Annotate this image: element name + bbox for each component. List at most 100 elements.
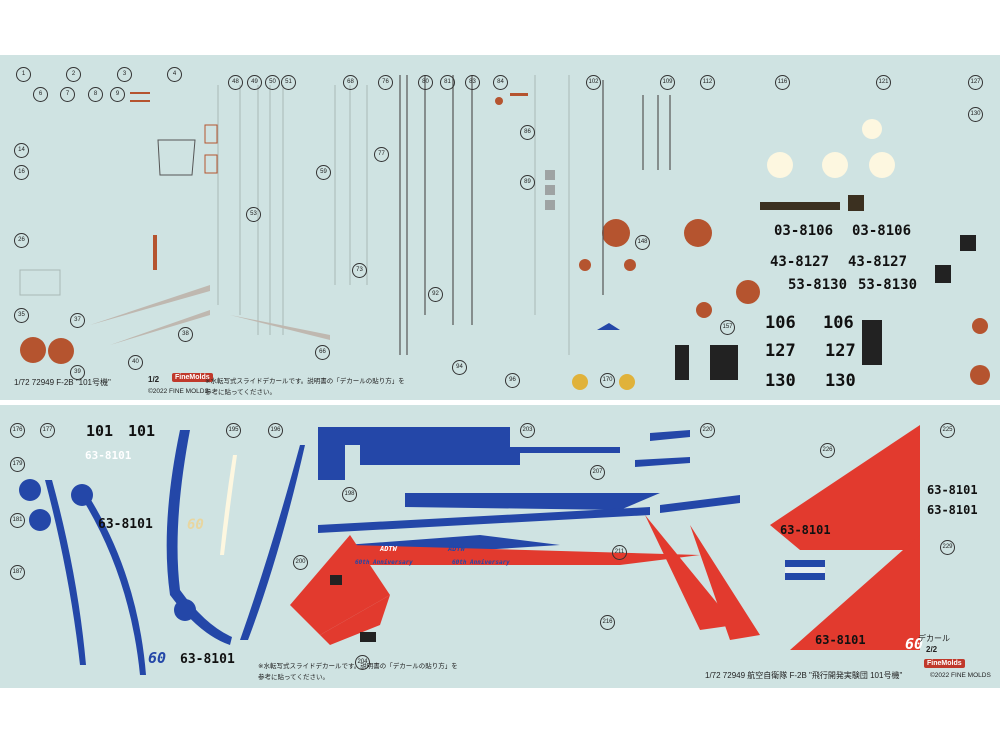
grey-square: [545, 170, 555, 180]
decal-number-marker: 81: [440, 75, 455, 90]
tail-code-a-2: 127: [765, 341, 796, 361]
yellow-stencil: [619, 374, 635, 390]
red-wing-decal: [350, 545, 700, 565]
blue-stripe: [45, 480, 86, 665]
blue-fuselage-decal: [345, 535, 560, 550]
blue-fuselage-decal: [318, 427, 620, 480]
sheet2-copyright: ©2022 FINE MOLDS: [930, 672, 991, 679]
red-wing-decal: [320, 595, 390, 645]
decal-number-marker: 80: [418, 75, 433, 90]
adtw-marking-2: ADTW: [448, 545, 465, 553]
serial-white: 63-8101: [85, 449, 132, 462]
instrument-panel: [960, 235, 976, 251]
decal-sheet-2-graphics: [19, 425, 920, 675]
tail-code-b-2: 127: [825, 341, 856, 361]
decal-number-marker: 176: [10, 423, 25, 438]
decal-number-marker: 229: [940, 540, 955, 555]
sheet1-note-line2: 参考に貼ってください。: [205, 389, 276, 396]
decal-number-marker: 179: [10, 457, 25, 472]
blue-fuselage-decal: [405, 493, 660, 510]
decal-number-marker: 207: [590, 465, 605, 480]
decal-number-marker: 51: [281, 75, 296, 90]
roundel: [972, 318, 988, 334]
decal-number-marker: 204: [355, 655, 370, 670]
cockpit-outline: [157, 139, 196, 176]
sheet2-sheet-number: 2/2: [926, 645, 938, 654]
sheet2-brand-logo: FineMolds: [924, 659, 965, 668]
decal-number-marker: 35: [14, 308, 29, 323]
decal-number-marker: 89: [520, 175, 535, 190]
blue-stripe: [240, 445, 305, 640]
wedge-decal: [230, 315, 330, 340]
decal-number-marker: 50: [265, 75, 280, 90]
blue-fuselage-decal: [650, 430, 690, 441]
blue-fuselage-decal: [318, 507, 650, 533]
instrument-panel: [675, 345, 689, 380]
decal-number-marker: 94: [452, 360, 467, 375]
decal-number-marker: 49: [247, 75, 262, 90]
unit-emblem: [174, 599, 196, 621]
sheet2-note-line1: ※水転写式スライドデカールです。説明書の「デカールの貼り方」を: [258, 663, 458, 670]
wedge-decal: [90, 285, 210, 325]
red-tail-fin-decal: [770, 425, 920, 550]
decal-number-marker: 127: [968, 75, 983, 90]
decal-number-marker: 4: [167, 67, 182, 82]
roundel: [624, 259, 636, 271]
decal-number-marker: 84: [493, 75, 508, 90]
serial-black: 63-8101: [98, 517, 153, 532]
cream-roundel: [767, 152, 793, 178]
sheet2-footer-title: 1/72 72949 航空自衛隊 F-2B "飛行開発実験団 101号機": [705, 671, 903, 680]
decal-number-marker: 226: [820, 443, 835, 458]
tail-code-a-1: 106: [765, 313, 796, 333]
roundel: [696, 302, 712, 318]
red-strip: [510, 93, 528, 96]
cream-stripe: [220, 455, 237, 555]
decal-number-marker: 77: [374, 147, 389, 162]
serial-bottom-left: 63-8101: [180, 652, 235, 667]
grey-square: [545, 200, 555, 210]
decal-sheet-1-graphics: [19, 75, 990, 390]
white-panel: [785, 567, 825, 573]
decal-number-marker: 130: [968, 107, 983, 122]
roundel: [20, 337, 46, 363]
serial-a-1: 03-8106: [774, 223, 834, 239]
serial-fin-a: 63-8101: [927, 483, 978, 497]
serial-b-3: 53-8130: [858, 277, 918, 293]
serial-a-2: 43-8127: [770, 254, 830, 270]
serial-fin-b: 63-8101: [927, 503, 978, 517]
decal-number-marker: 2: [66, 67, 81, 82]
adtw-marking: ADTW: [380, 545, 397, 553]
stripe-group: [399, 75, 671, 355]
roundel: [495, 97, 503, 105]
decal-number-marker: 216: [600, 615, 615, 630]
serial-a-3: 53-8130: [788, 277, 848, 293]
roundel: [970, 365, 990, 385]
decal-number-marker: 157: [720, 320, 735, 335]
decal-number-marker: 96: [505, 373, 520, 388]
sheet2-label: デカール: [918, 634, 950, 643]
decal-number-marker: 14: [14, 143, 29, 158]
serial-wing: 63-8101: [780, 523, 831, 537]
black-marking: [360, 632, 376, 642]
instrument-panel: [710, 345, 738, 380]
serial-fin-bottom: 63-8101: [815, 633, 866, 647]
roundel: [579, 259, 591, 271]
cream-roundel: [869, 152, 895, 178]
decal-number-marker: 40: [128, 355, 143, 370]
canopy-frame: [204, 124, 218, 144]
wedge-decal: [110, 310, 210, 345]
decal-number-marker: 170: [600, 373, 615, 388]
decal-number-marker: 148: [635, 235, 650, 250]
unit-emblem: [19, 479, 41, 501]
decal-number-marker: 196: [268, 423, 283, 438]
sheet2-note-line2: 参考に貼ってください。: [258, 674, 329, 681]
decal-number-marker: 76: [378, 75, 393, 90]
serial-b-1: 03-8106: [852, 223, 912, 239]
anniversary-text-2: 60th Anniversary: [452, 559, 510, 566]
red-strip: [153, 235, 157, 270]
decal-number-marker: 177: [40, 423, 55, 438]
blue-fuselage-decal: [635, 457, 690, 467]
sheet1-brand-logo: FineMolds: [172, 373, 213, 382]
decal-number-marker: 48: [228, 75, 243, 90]
sheet1-copyright: ©2022 FINE MOLDS: [148, 388, 209, 395]
